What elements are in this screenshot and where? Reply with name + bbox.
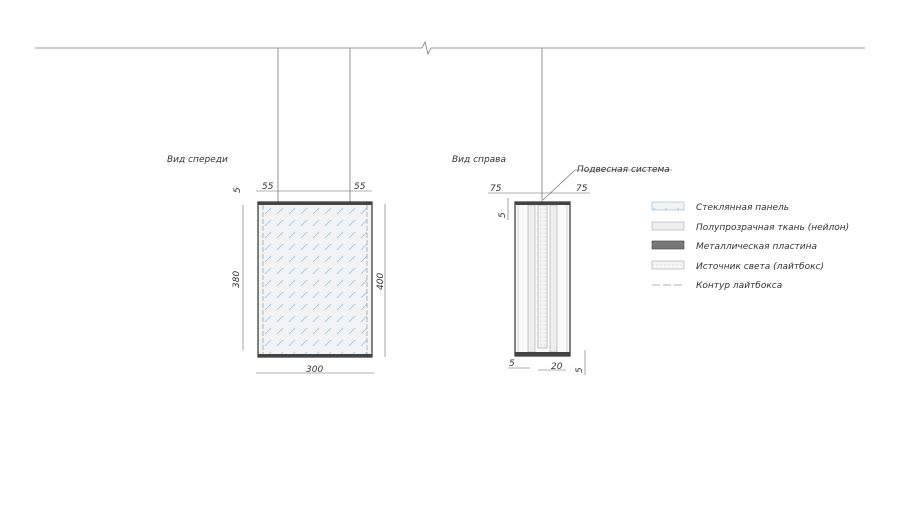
ceiling-line bbox=[35, 40, 865, 56]
metal-plate-bottom bbox=[258, 354, 372, 357]
legend-label-metal: Металлическая пластина bbox=[696, 242, 817, 252]
dim-front-inner-height: 380 bbox=[232, 271, 242, 288]
legend-label-glass: Стеклянная панель bbox=[696, 203, 789, 213]
fabric-tube-left bbox=[527, 204, 536, 353]
metal-plate-top bbox=[258, 202, 372, 205]
suspension-callout: Подвесная система bbox=[577, 165, 670, 175]
dim-side-plate-top: 5 bbox=[498, 212, 508, 218]
legend-swatch-glass bbox=[651, 201, 685, 211]
front-view-title: Вид спереди bbox=[167, 155, 228, 165]
dim-side-bottom-mid: 20 bbox=[551, 362, 563, 372]
dim-front-height: 400 bbox=[376, 273, 386, 290]
dim-side-left: 75 bbox=[490, 184, 502, 194]
light-source bbox=[537, 204, 548, 349]
legend-swatch-fabric bbox=[651, 221, 685, 231]
dim-side-right: 75 bbox=[576, 184, 588, 194]
dim-side-bottom-left: 5 bbox=[509, 359, 515, 369]
dim-front-right: 55 bbox=[354, 182, 366, 192]
dim-front-plate: 5 bbox=[233, 187, 243, 193]
dim-side-plate-bottom: 5 bbox=[575, 367, 585, 373]
legend-swatch-metal bbox=[651, 240, 685, 250]
dim-front-width: 300 bbox=[306, 365, 323, 375]
front-view: Вид спереди 55 55 5 380 400 300 bbox=[167, 48, 386, 375]
side-view: Вид справа Подвесная система 75 75 5 5 2… bbox=[452, 48, 672, 375]
dim-front-left: 55 bbox=[262, 182, 274, 192]
legend-label-light: Источник света (лайтбокс) bbox=[696, 262, 824, 272]
legend: Стеклянная панель Полупрозрачная ткань (… bbox=[651, 201, 849, 291]
side-view-title: Вид справа bbox=[452, 155, 506, 165]
legend-swatch-light bbox=[651, 260, 685, 270]
legend-label-fabric: Полупрозрачная ткань (нейлон) bbox=[696, 223, 849, 233]
fabric-tube-right bbox=[549, 204, 558, 353]
glass-panel bbox=[258, 202, 372, 357]
legend-label-outline: Контур лайтбокса bbox=[696, 281, 782, 291]
